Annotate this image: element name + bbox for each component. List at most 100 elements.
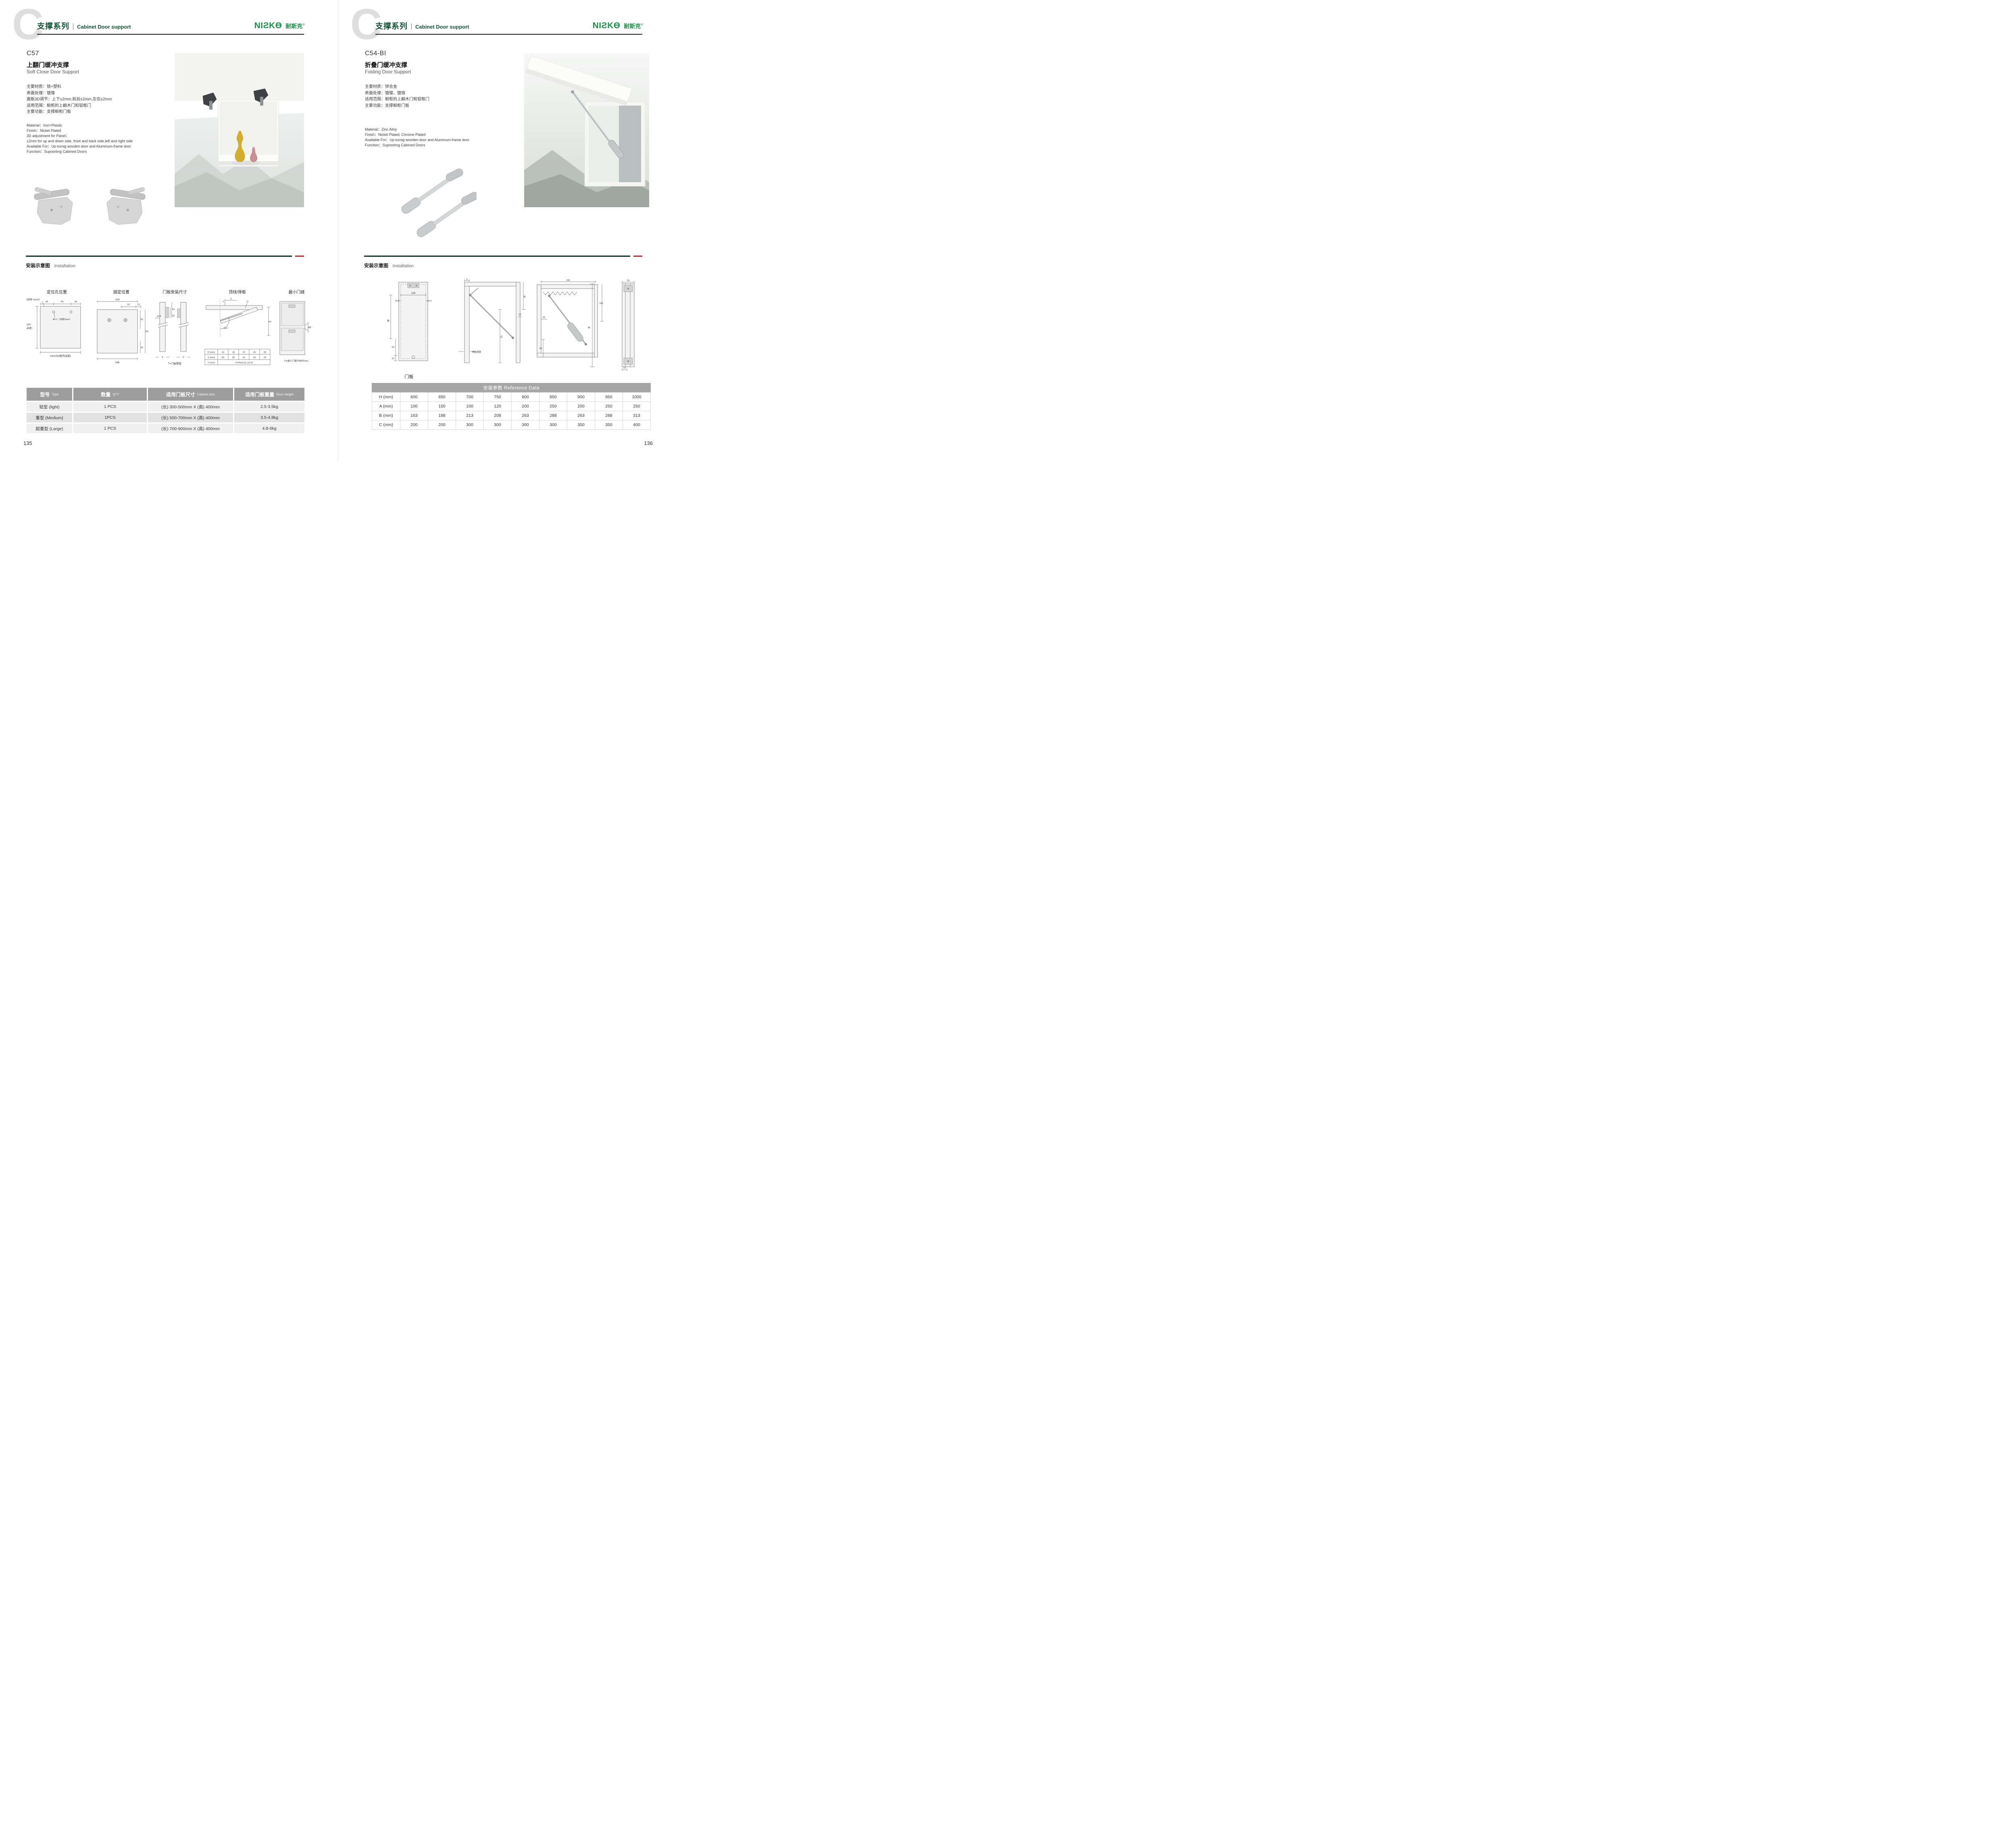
dim-label: Y: [223, 301, 224, 303]
dim-label: FH: [268, 321, 271, 323]
dim-label: 24: [627, 280, 629, 282]
diagram-section-arm: 5 A 19 C 侧板厚度: [457, 278, 528, 371]
dim-label: 14.5: [427, 300, 432, 302]
cabinet-photo-illustration: [175, 53, 304, 207]
dim-label: 32: [172, 315, 175, 317]
installation-heading: 安装示意图 Installation: [26, 262, 75, 269]
divider-red-accent: [633, 256, 642, 257]
divider-bar: [26, 256, 292, 257]
dim-label: 23: [543, 316, 545, 319]
diagram-section-mechanism: 193 102 23 50: [531, 279, 608, 370]
diagram-positioning-holes: 定位孔位置 顶板厚度 max22 49 64 36 Φ5.2（深度5mm） mi…: [27, 289, 87, 360]
ref-cell: 100: [400, 402, 428, 411]
spec-line: Material：Iron+Plastic: [27, 123, 62, 127]
brand-logo-zh: 耐斯克: [285, 23, 303, 29]
ref-cell: 200: [400, 420, 428, 430]
hardware-photo: [397, 163, 477, 240]
installation-heading-zh: 安装示意图: [364, 263, 389, 268]
dim-label: 19: [519, 314, 521, 316]
dim-label: 102: [599, 302, 603, 305]
specs-chinese: 主要材质：铁+塑料 表面处理：镀镍 面板3D调节：上下±2mm,前后±2mm,左…: [27, 84, 112, 115]
pink-vase: [250, 147, 258, 162]
series-title-zh: 支撑系列: [37, 22, 70, 31]
table-cell: 16: [222, 352, 224, 354]
table-row: 超重型 (Large) 1 PCS (长) 700-900mm X (高) 40…: [27, 424, 305, 433]
dim-label: 42: [141, 347, 143, 349]
positioning-holes-drawing: 顶板厚度 max22 49 64 36 Φ5.2（深度5mm） min200 （…: [27, 298, 81, 358]
dim-label: Φ5.2（深度5mm）: [52, 318, 71, 321]
yellow-vase: [235, 131, 245, 162]
diagram-edge-channel: H 24 12: [585, 279, 644, 372]
table-cell: Y=FHx0.31-15+D: [235, 362, 253, 364]
diagram-door-panel: 135 14.5 14.5 B 54 12 门板: [382, 278, 436, 380]
dim-label: A: [523, 295, 525, 298]
dim-label: 顶板厚度 max22: [27, 298, 40, 301]
spec-cell: 4.8-6kg: [234, 424, 304, 433]
cabinet-photo-illustration: [524, 53, 649, 207]
diagram-title: 最小门缝: [288, 290, 305, 295]
bracket-left: [34, 187, 73, 225]
header-en: Door weight: [276, 392, 294, 396]
dim-label: （柜内高度）: [27, 327, 34, 330]
dim-note: Fm最小门缝开启时2mm: [284, 359, 308, 362]
cabinet-interior: [218, 100, 279, 167]
header-rule: [375, 34, 642, 35]
diagram-crown-trim: 顶线/饰板 Y X D 110° FH: [200, 289, 275, 377]
product-title-en: Folding Door Support: [365, 69, 411, 75]
spec-cell: 2.5-3.5kg: [234, 402, 304, 412]
dim-label: 5: [466, 279, 467, 281]
series-watermark-letter: C: [12, 0, 44, 48]
dim-label: 64: [61, 301, 63, 303]
page-number: 135: [23, 440, 32, 446]
spec-cell: 轻型 (light): [27, 402, 72, 412]
dim-label: T: [162, 356, 163, 359]
ref-cell: 700: [456, 393, 484, 402]
reference-table: 安装参数 Reference Data H (mm) 600 650 700 7…: [372, 383, 651, 430]
section-divider: [364, 256, 642, 257]
header-en: Cabinet size: [197, 392, 215, 396]
bracket-arms: [209, 97, 263, 110]
ref-cell: H (mm): [372, 393, 400, 402]
table-cell: 55: [222, 357, 224, 359]
dim-label: 115: [145, 331, 149, 333]
ref-cell: 300: [539, 420, 567, 430]
spec-line: Finish：Nickel Plated, Chrome Plated: [365, 133, 426, 137]
product-model: C54-BI: [365, 50, 386, 57]
spec-line: Material：Zinc Alloy: [365, 127, 397, 131]
installation-heading-zh: 安装示意图: [26, 263, 50, 268]
diagram-title: 顶线/饰板: [229, 290, 246, 295]
spec-line: 主要功能：支撑橱柜门板: [365, 103, 409, 108]
brand-logo-text: NIƧKƟ: [592, 21, 621, 30]
dim-label: 110°: [223, 327, 228, 330]
ref-cell: 400: [623, 420, 651, 430]
table-cell: 50: [232, 357, 235, 359]
dim-label: D: [247, 301, 248, 303]
ref-cell: 208: [484, 411, 512, 420]
diagram-title: 固定位置: [113, 290, 129, 295]
spec-cell: 1PCS: [73, 413, 147, 422]
spec-cell: 1 PCS: [73, 402, 147, 412]
dim-label: 135: [411, 292, 416, 295]
ref-cell: 100: [456, 402, 484, 411]
table-cell: 18: [232, 352, 235, 354]
section-divider: [26, 256, 304, 257]
header-zh: 型号: [40, 391, 50, 397]
table-cell: 22: [243, 352, 245, 354]
spec-line: ±2mm for up and down side, front and bac…: [27, 139, 133, 144]
door-panel-label: 门板: [404, 374, 414, 379]
spec-cell: 1 PCS: [73, 424, 147, 433]
damper-body: [608, 140, 624, 158]
dim-label: 14.5: [395, 300, 400, 302]
spec-line: 面板3D调节：上下±2mm,前后±2mm,左右±2mm: [27, 97, 112, 102]
registered-mark: ®: [302, 23, 305, 27]
spec-line: Finish：Nickel Plated: [27, 129, 61, 133]
table-cell: D (mm): [208, 352, 215, 354]
spec-line: Available For：Up-turnig wooden door and …: [365, 138, 469, 142]
series-title-zh: 支撑系列: [375, 22, 408, 31]
spec-line: 主要功能：支撑橱柜门板: [27, 110, 71, 114]
divider-bar: [364, 256, 630, 257]
